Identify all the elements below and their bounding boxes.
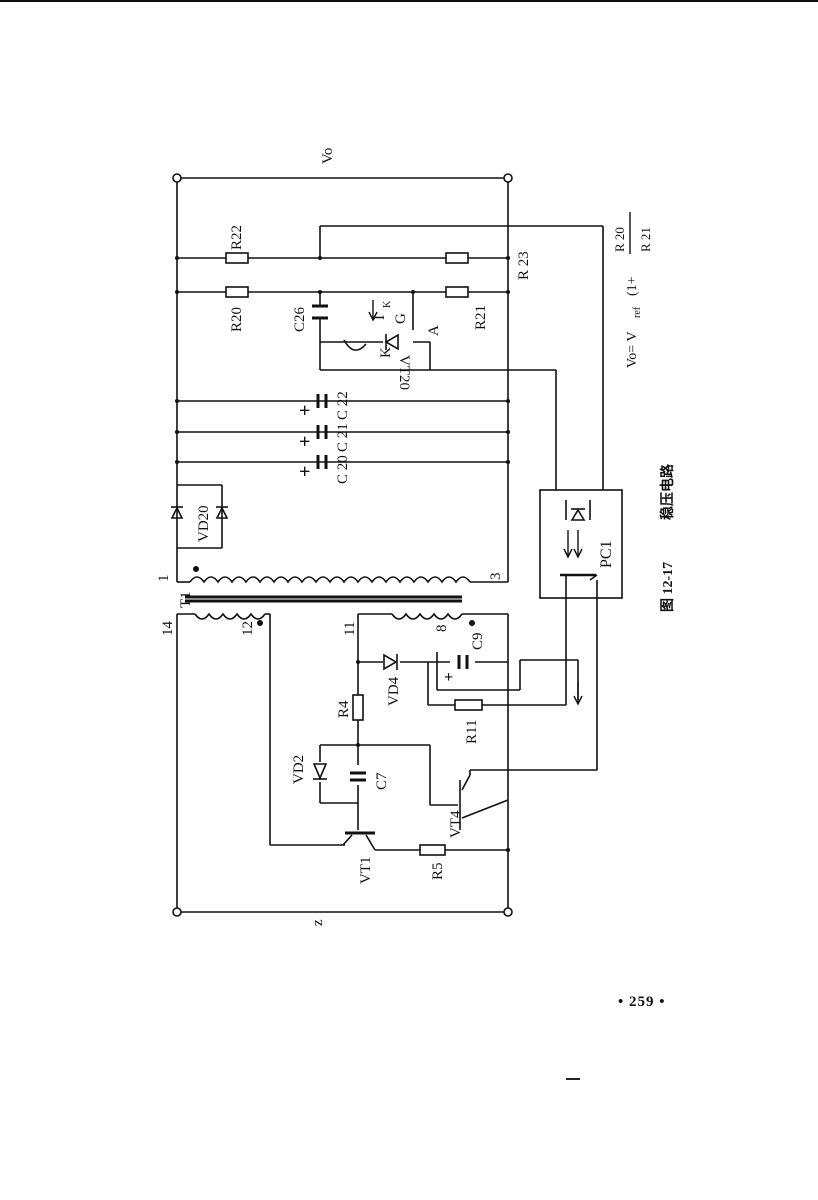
label-g: G [393, 313, 409, 324]
figure-number: 图 12-17 [660, 562, 676, 612]
label-vd20: VD20 [196, 505, 212, 542]
label-z: z [310, 919, 326, 926]
label-c26: C26 [292, 306, 308, 332]
figure-caption: 图 12-17 稳压电路 [659, 463, 676, 612]
label-n12: 12 [240, 621, 256, 636]
svg-text:+: + [444, 669, 453, 686]
component-labels: Vo z R22 R 23 R20 R21 C26 I K G K A VT20… [156, 148, 615, 926]
polarity-marks: + + + + [299, 400, 453, 686]
label-ik-sub: K [382, 300, 393, 308]
capacitors [312, 304, 469, 782]
label-r4: R4 [336, 700, 352, 718]
svg-text:+: + [299, 400, 310, 422]
label-t1: T1 [178, 591, 194, 608]
figure-title: 稳压电路 [659, 463, 676, 520]
label-a: A [426, 325, 442, 336]
label-r22: R22 [229, 225, 245, 250]
label-c7: C7 [374, 772, 390, 790]
equation-numerator: R 20 [612, 227, 627, 252]
arrows [368, 300, 583, 706]
label-vd2: VD2 [291, 755, 307, 784]
label-k: K [378, 347, 394, 358]
label-c9: C9 [470, 632, 486, 650]
label-vd4: VD4 [386, 676, 402, 706]
label-n11: 11 [342, 622, 358, 636]
label-c21: C 21 [335, 423, 351, 452]
top-rule [0, 0, 818, 2]
label-vo: Vo [320, 148, 336, 164]
scan-mark [566, 1078, 580, 1080]
label-n3: 3 [488, 573, 504, 581]
label-vt20: VT20 [396, 355, 412, 390]
label-r23: R 23 [516, 251, 532, 280]
label-r11: R11 [464, 720, 480, 744]
terminals [172, 173, 513, 917]
label-r20: R20 [229, 307, 245, 332]
diodes [170, 333, 586, 781]
label-ik: I [372, 315, 388, 320]
equation: Vo= V ref (1+ R 20 R 21 [612, 212, 653, 368]
svg-text:+: + [299, 461, 310, 483]
label-r21: R21 [473, 305, 489, 330]
label-c20: C 20 [335, 455, 351, 484]
resistors [225, 252, 483, 856]
equation-denominator: R 21 [638, 227, 653, 252]
label-c22: C 22 [335, 391, 351, 420]
label-vt4: VT4 [448, 810, 464, 838]
label-vt1: VT1 [358, 857, 374, 885]
page-number: • 259 • [618, 994, 666, 1010]
label-n8: 8 [434, 625, 450, 633]
equation-lhs: Vo= V [625, 331, 640, 368]
label-pc1: PC1 [598, 540, 615, 568]
equation-mid: (1+ [625, 276, 640, 296]
label-n14: 14 [160, 621, 176, 637]
label-n1: 1 [156, 575, 172, 583]
equation-sub: ref [632, 306, 643, 318]
label-r5: R5 [430, 862, 446, 880]
junction-dots [175, 256, 510, 852]
svg-text:+: + [299, 431, 310, 453]
